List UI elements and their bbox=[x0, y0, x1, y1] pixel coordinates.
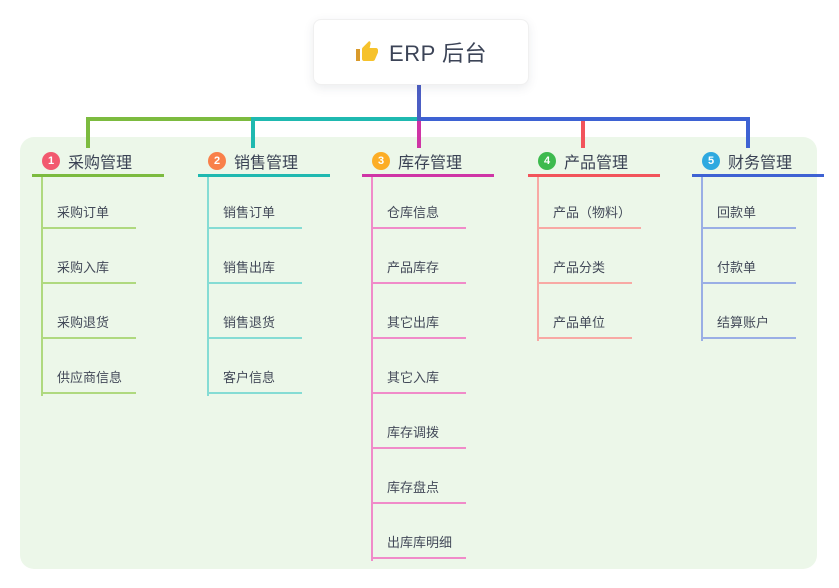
branch-number-badge: 3 bbox=[372, 152, 390, 170]
child-node[interactable]: 回款单 bbox=[701, 205, 796, 229]
branch-number-badge: 4 bbox=[538, 152, 556, 170]
branch-number-badge: 1 bbox=[42, 152, 60, 170]
branch-finance-title[interactable]: 5 财务管理 bbox=[692, 148, 824, 177]
branch-children-line bbox=[41, 177, 43, 396]
branch-number-badge: 2 bbox=[208, 152, 226, 170]
mindmap-background-panel bbox=[20, 137, 817, 569]
child-node[interactable]: 结算账户 bbox=[701, 315, 796, 339]
branch-label: 库存管理 bbox=[398, 155, 463, 172]
child-node[interactable]: 产品库存 bbox=[371, 260, 466, 284]
child-node[interactable]: 客户信息 bbox=[207, 370, 302, 394]
branch-label: 财务管理 bbox=[728, 155, 793, 172]
child-node[interactable]: 销售退货 bbox=[207, 315, 302, 339]
thumbs-up-icon bbox=[356, 41, 379, 61]
branch-purchase: 1 采购管理 采购订单 采购入库 采购退货 供应商信息 bbox=[32, 148, 172, 396]
root-node[interactable]: ERP 后台 bbox=[313, 19, 529, 85]
branch-children-line bbox=[371, 177, 373, 561]
branch-sales: 2 销售管理 销售订单 销售出库 销售退货 客户信息 bbox=[198, 148, 338, 396]
child-node[interactable]: 产品分类 bbox=[537, 260, 632, 284]
child-node[interactable]: 销售订单 bbox=[207, 205, 302, 229]
branch-purchase-title[interactable]: 1 采购管理 bbox=[32, 148, 164, 177]
child-node[interactable]: 库存盘点 bbox=[371, 480, 466, 504]
root-label: ERP 后台 bbox=[389, 41, 487, 66]
child-node[interactable]: 产品（物料） bbox=[537, 205, 642, 229]
child-node[interactable]: 其它出库 bbox=[371, 315, 466, 339]
child-node[interactable]: 其它入库 bbox=[371, 370, 466, 394]
branch-sales-title[interactable]: 2 销售管理 bbox=[198, 148, 330, 177]
child-node[interactable]: 采购订单 bbox=[41, 205, 136, 229]
child-node[interactable]: 产品单位 bbox=[537, 315, 632, 339]
branch-inventory: 3 库存管理 仓库信息 产品库存 其它出库 其它入库 库存调拨 库存盘点 出库库… bbox=[362, 148, 502, 561]
branch-children-line bbox=[207, 177, 209, 396]
child-node[interactable]: 付款单 bbox=[701, 260, 796, 284]
branch-children-line bbox=[537, 177, 539, 341]
branch-product: 4 产品管理 产品（物料） 产品分类 产品单位 bbox=[528, 148, 668, 341]
child-node[interactable]: 仓库信息 bbox=[371, 205, 466, 229]
branch-product-title[interactable]: 4 产品管理 bbox=[528, 148, 660, 177]
child-node[interactable]: 采购退货 bbox=[41, 315, 136, 339]
child-node[interactable]: 销售出库 bbox=[207, 260, 302, 284]
branch-finance: 5 财务管理 回款单 付款单 结算账户 bbox=[692, 148, 832, 341]
child-node[interactable]: 采购入库 bbox=[41, 260, 136, 284]
branch-children-line bbox=[701, 177, 703, 341]
child-node[interactable]: 库存调拨 bbox=[371, 425, 466, 449]
child-node[interactable]: 出库库明细 bbox=[371, 535, 466, 559]
branch-number-badge: 5 bbox=[702, 152, 720, 170]
branch-inventory-title[interactable]: 3 库存管理 bbox=[362, 148, 494, 177]
child-node[interactable]: 供应商信息 bbox=[41, 370, 136, 394]
branch-label: 产品管理 bbox=[564, 155, 629, 172]
branch-label: 采购管理 bbox=[68, 155, 133, 172]
branch-label: 销售管理 bbox=[234, 155, 299, 172]
